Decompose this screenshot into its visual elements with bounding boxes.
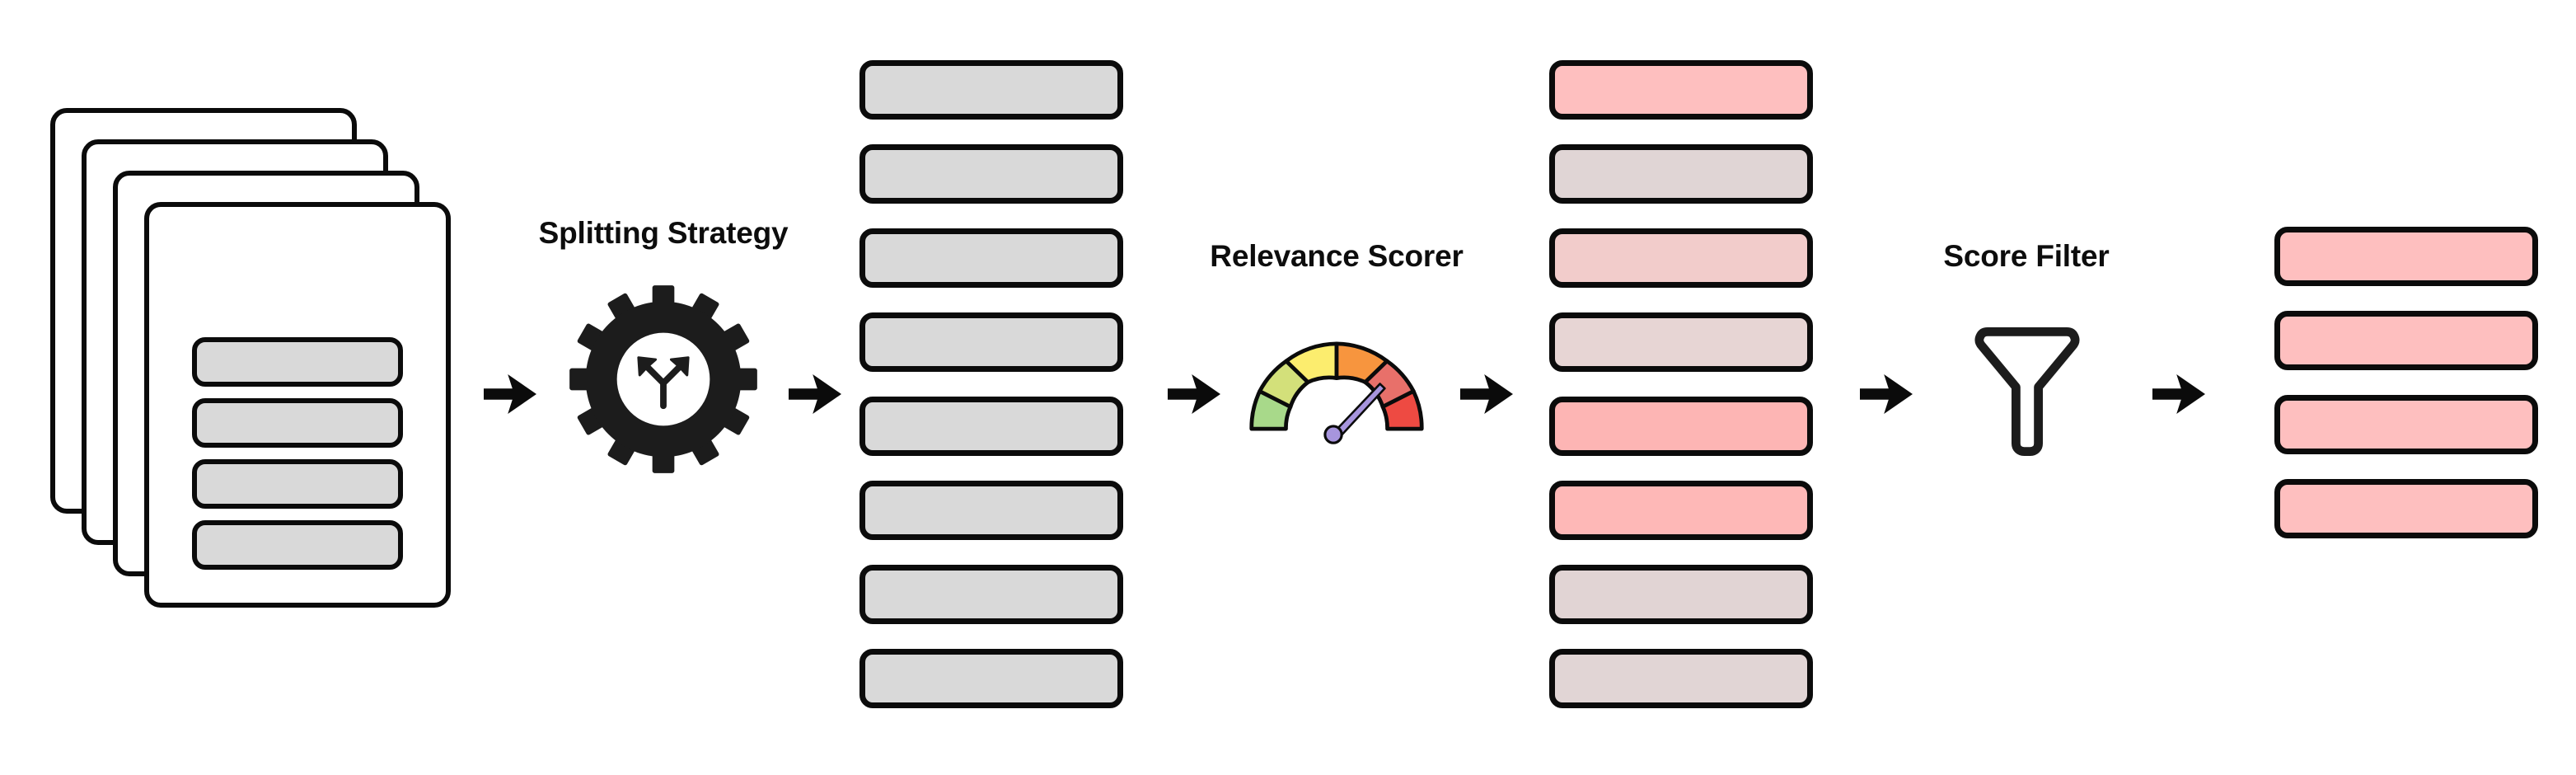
split-chunks-column: [859, 60, 1123, 708]
chunk-item: [1549, 144, 1813, 204]
chunk-item: [859, 144, 1123, 204]
arrow-scorer-to-scored: [1459, 373, 1515, 416]
y-split-arrow-icon: [637, 356, 690, 410]
document-text-bar: [192, 337, 403, 387]
document-text-bar: [192, 459, 403, 509]
step-label-relevance-scorer: Relevance Scorer: [1210, 239, 1464, 273]
chunk-item: [2274, 311, 2538, 370]
chunk-item: [2274, 479, 2538, 538]
input-document-stack: [0, 0, 494, 775]
chunk-item: [859, 60, 1123, 120]
chunk-item: [1549, 60, 1813, 120]
filtered-output-column: [2274, 227, 2538, 538]
chunk-item: [2274, 395, 2538, 454]
chunk-item: [859, 649, 1123, 708]
arrow-splitter-to-chunks: [787, 373, 843, 416]
gauge-needle-icon: [1323, 383, 1386, 444]
chunk-item: [1549, 565, 1813, 624]
document-page-front: [144, 202, 451, 608]
scored-chunks-column: [1549, 60, 1813, 708]
chunk-item: [859, 228, 1123, 288]
chunk-item: [1549, 649, 1813, 708]
arrow-scored-to-filter: [1858, 373, 1914, 416]
chunk-item: [1549, 312, 1813, 372]
gear-split-icon: [569, 284, 758, 474]
chunk-item: [1549, 228, 1813, 288]
step-label-splitting-strategy: Splitting Strategy: [538, 216, 789, 250]
chunk-item: [859, 397, 1123, 456]
chunk-item: [859, 312, 1123, 372]
arrow-chunks-to-scorer: [1166, 373, 1222, 416]
score-funnel-icon: [1971, 326, 2083, 458]
step-label-score-filter: Score Filter: [1943, 239, 2110, 273]
chunk-item: [859, 481, 1123, 540]
document-text-bar: [192, 398, 403, 448]
chunk-item: [859, 565, 1123, 624]
arrow-documents-to-splitter: [482, 373, 538, 416]
arrow-filter-to-output: [2151, 373, 2207, 416]
chunk-item: [1549, 481, 1813, 540]
chunk-item: [1549, 397, 1813, 456]
document-text-bar: [192, 520, 403, 570]
relevance-gauge-icon: [1238, 334, 1436, 445]
chunk-item: [2274, 227, 2538, 286]
